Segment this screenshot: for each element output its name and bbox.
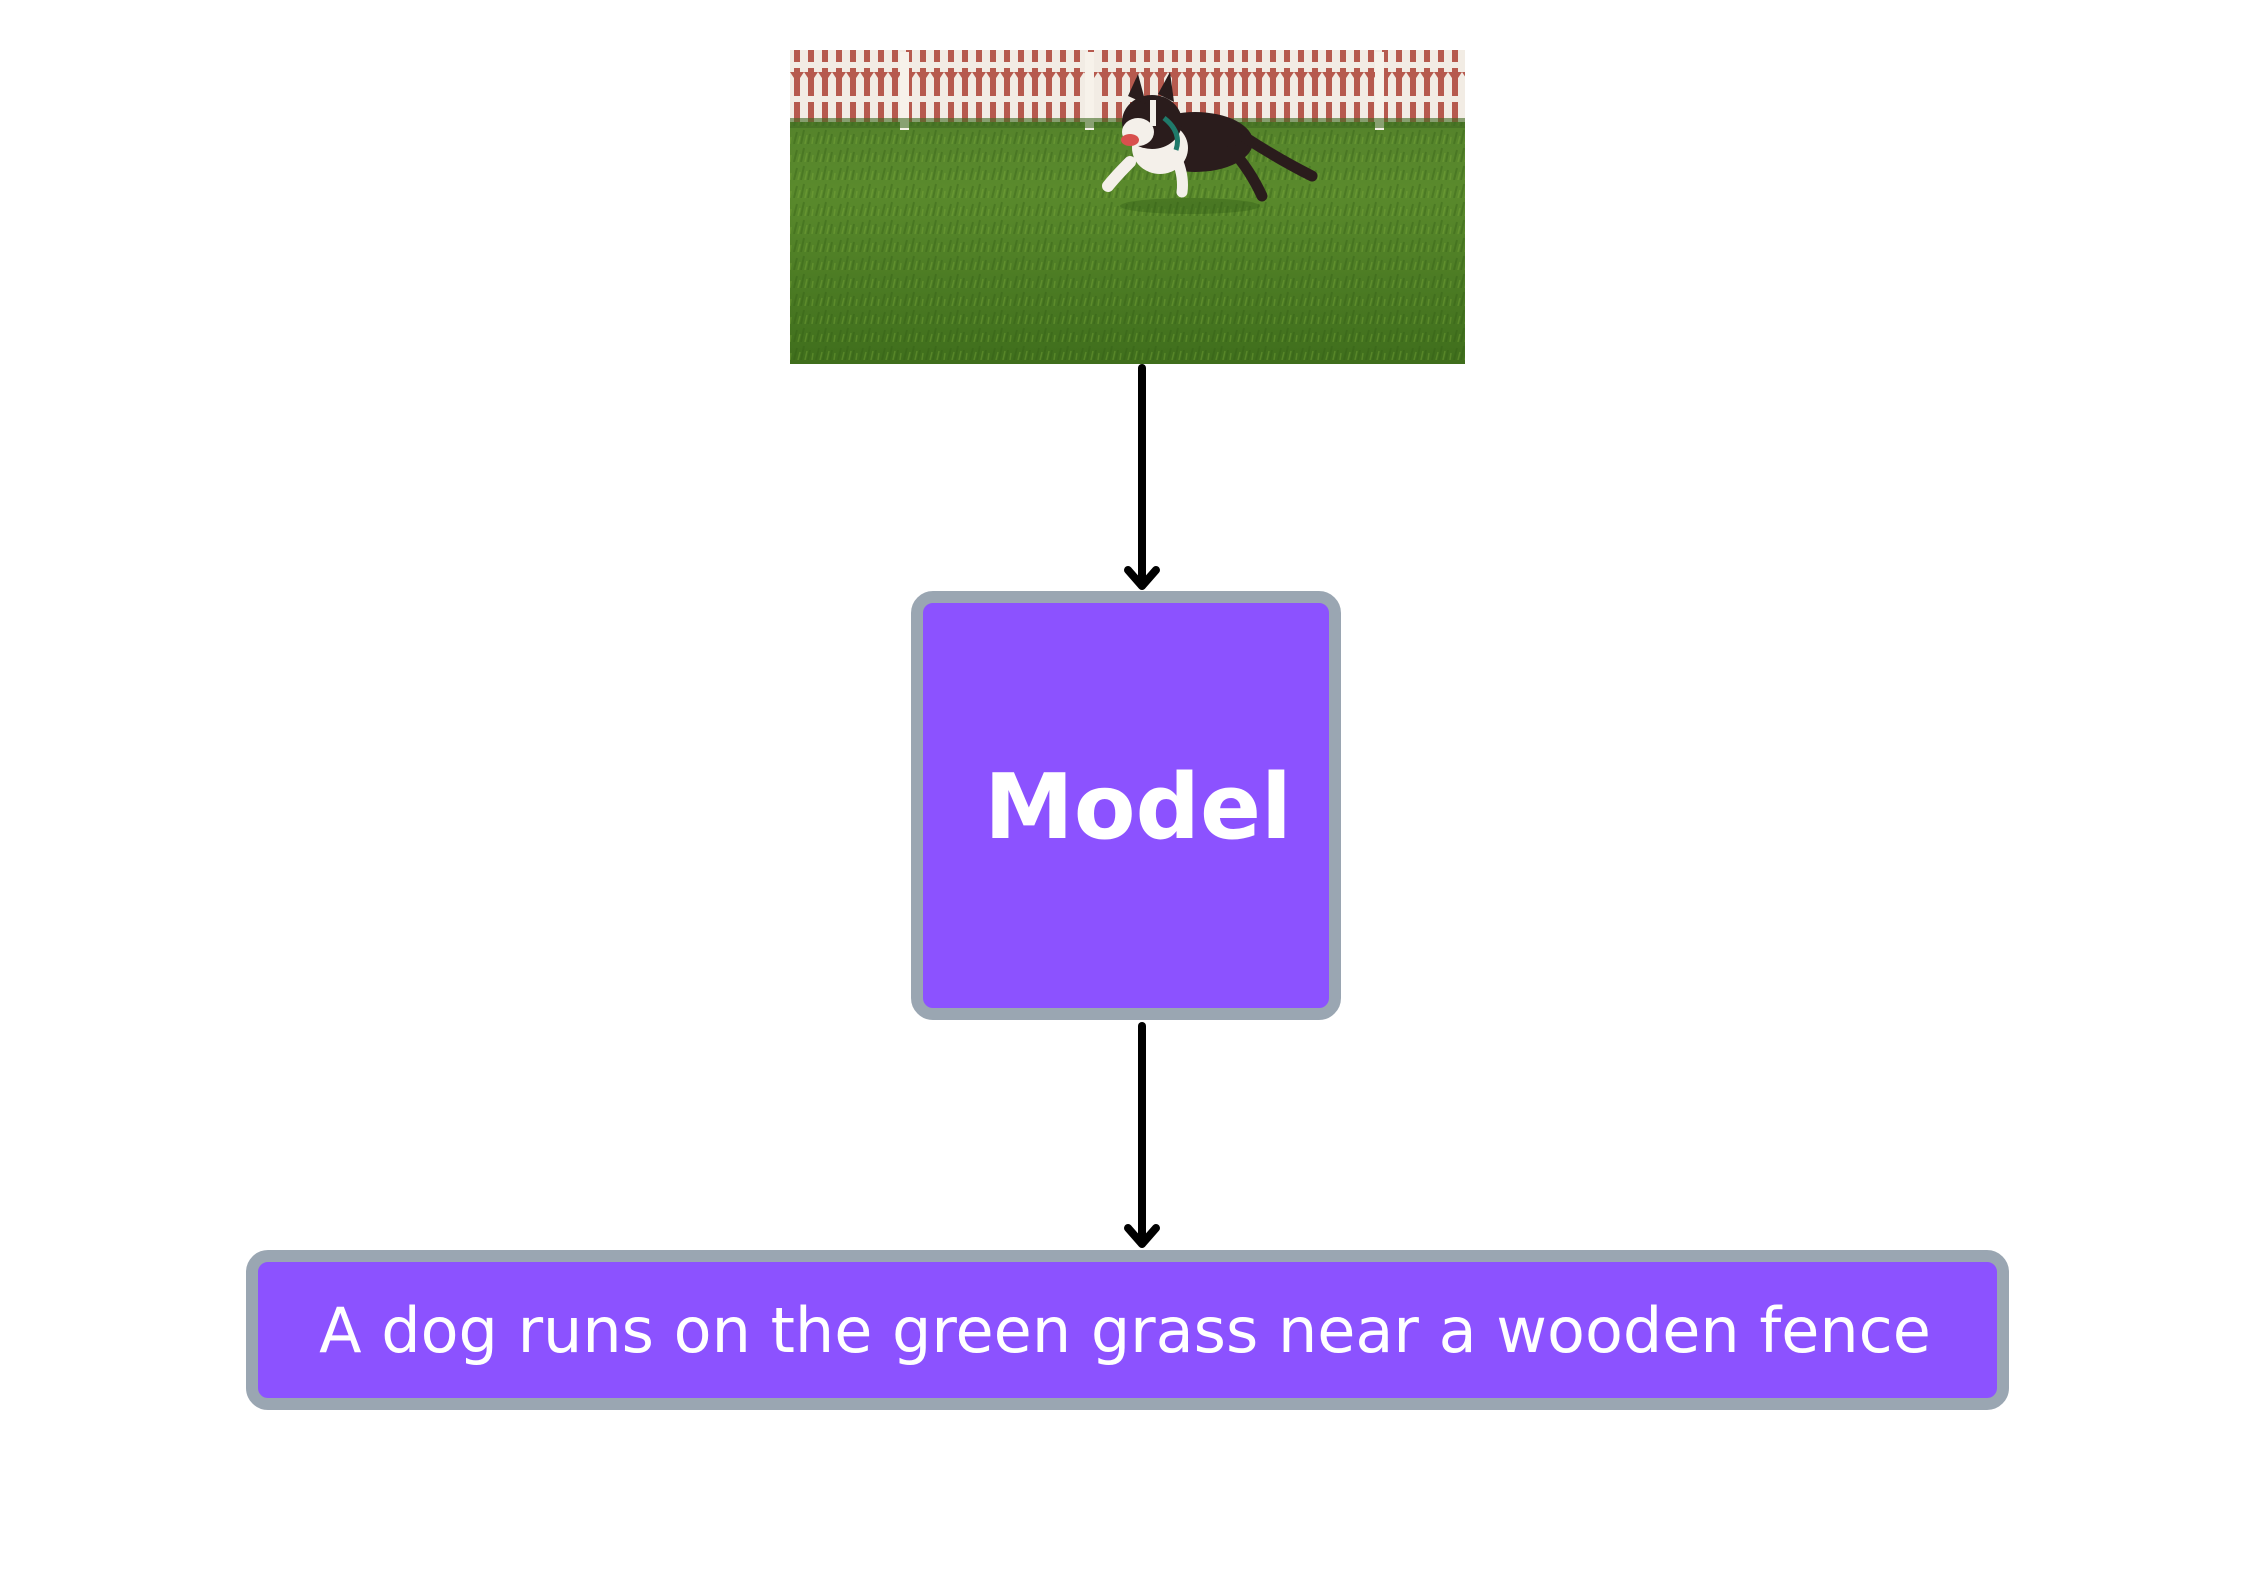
arrow-model-to-caption <box>1124 1022 1160 1248</box>
model-box: Model <box>911 591 1341 1020</box>
dog-figure <box>1102 72 1318 214</box>
model-label: Model <box>984 755 1292 860</box>
arrow-image-to-model <box>1124 364 1160 590</box>
caption-box: A dog runs on the green grass near a woo… <box>246 1250 2009 1410</box>
caption-text: A dog runs on the green grass near a woo… <box>319 1294 1931 1367</box>
input-image <box>790 50 1465 364</box>
